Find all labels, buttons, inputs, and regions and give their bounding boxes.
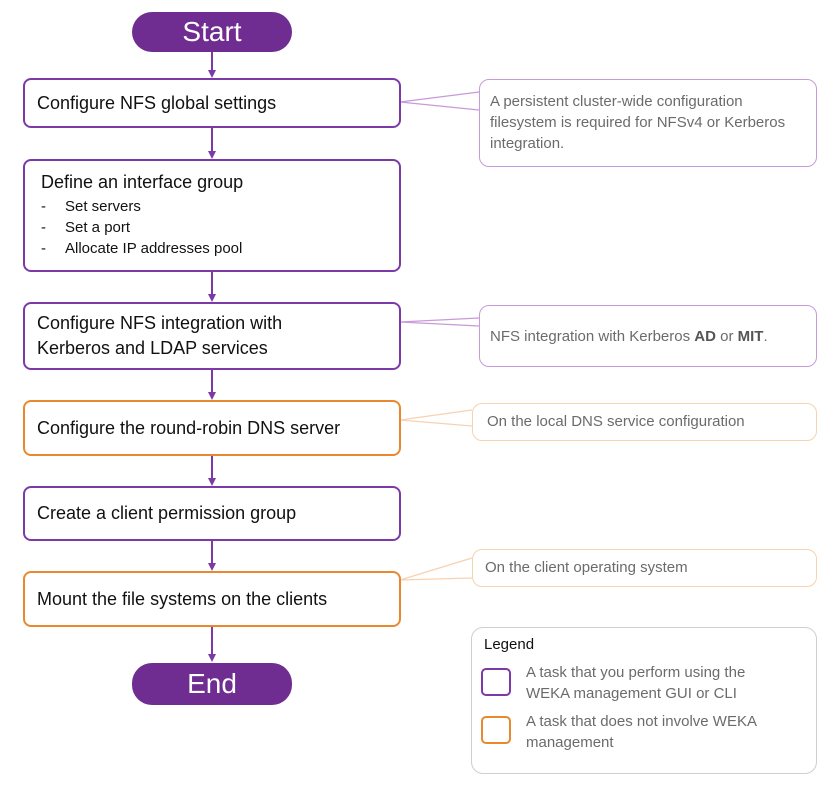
- callout-pointer: [399, 91, 480, 111]
- note-text: On the client operating system: [485, 559, 688, 576]
- end-terminal: End: [132, 663, 292, 705]
- end-label: End: [187, 668, 237, 699]
- step-configure-dns-server: Configure the round-robin DNS server: [23, 400, 401, 456]
- step-configure-nfs-global-settings: Configure NFS global settings: [23, 78, 401, 128]
- step-title-line-1: Configure NFS integration with: [37, 313, 283, 333]
- callout-pointer: [399, 317, 480, 327]
- step-define-interface-group: Define an interface group -Set servers -…: [23, 159, 401, 272]
- step-bullet-list: -Set servers -Set a port -Allocate IP ad…: [41, 196, 387, 259]
- legend-swatch-orange: [481, 716, 511, 744]
- note-persistent-config-fs: A persistent cluster-wide configuration …: [479, 79, 817, 167]
- start-label: Start: [182, 16, 242, 47]
- callout-pointer: [399, 557, 473, 581]
- legend-swatch-purple: [481, 668, 511, 696]
- legend: Legend A task that you perform using the…: [471, 627, 817, 774]
- start-terminal: Start: [132, 12, 292, 52]
- legend-item-no-weka: A task that does not involve WEKA manage…: [526, 713, 757, 751]
- step-title: Create a client permission group: [37, 503, 297, 523]
- step-title: Configure NFS global settings: [37, 92, 277, 113]
- step-title: Mount the file systems on the clients: [37, 588, 328, 609]
- legend-item-gui-cli: A task that you perform using the WEKA m…: [526, 664, 746, 702]
- step-configure-nfs-kerberos-ldap: Configure NFS integration with Kerberos …: [23, 302, 401, 370]
- note-client-os: On the client operating system: [472, 549, 817, 587]
- legend-title: Legend: [484, 636, 535, 653]
- note-text: NFS integration with Kerberos AD or MIT.: [490, 327, 768, 345]
- note-text: A persistent cluster-wide configuration …: [490, 93, 786, 152]
- step-create-client-permission-group: Create a client permission group: [23, 486, 401, 541]
- bullet-item: -Set servers: [41, 198, 141, 215]
- bullet-item: -Allocate IP addresses pool: [41, 240, 243, 257]
- note-kerberos-integration: NFS integration with Kerberos AD or MIT.: [479, 305, 817, 367]
- bullet-item: -Set a port: [41, 219, 131, 236]
- step-title-line-2: Kerberos and LDAP services: [37, 338, 268, 358]
- step-title: Configure the round-robin DNS server: [37, 417, 341, 438]
- note-text: On the local DNS service configuration: [487, 413, 745, 430]
- note-local-dns: On the local DNS service configuration: [472, 403, 817, 441]
- step-mount-file-systems: Mount the file systems on the clients: [23, 571, 401, 627]
- step-title: Define an interface group: [41, 172, 244, 192]
- callout-pointer: [399, 409, 473, 427]
